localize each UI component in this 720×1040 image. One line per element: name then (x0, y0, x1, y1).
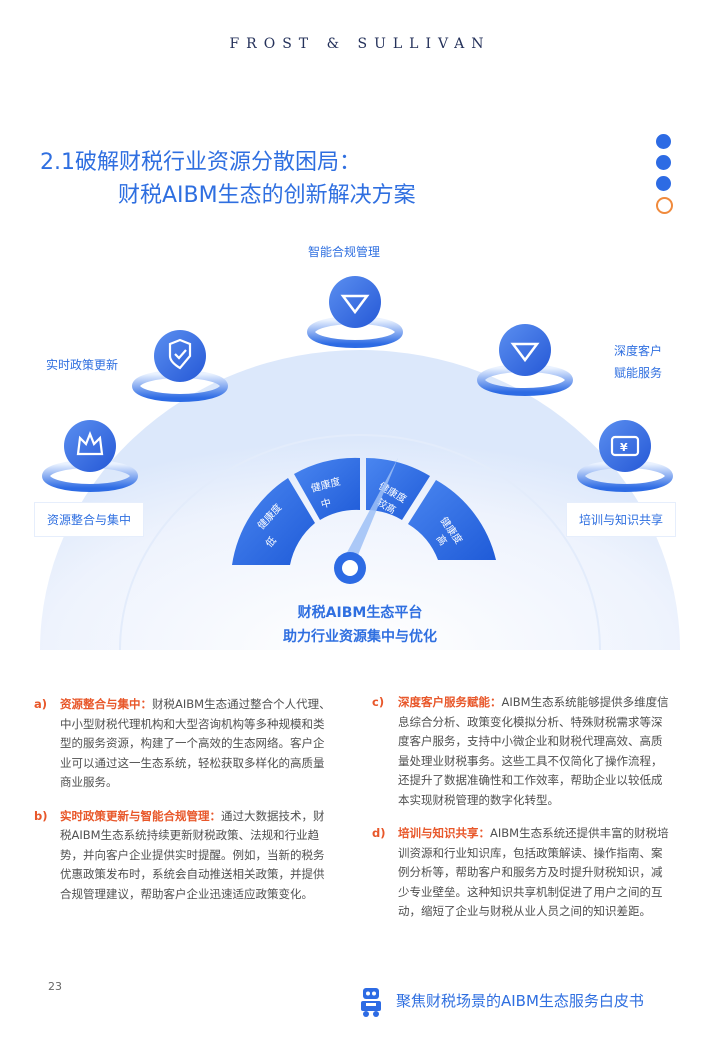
item-heading: 实时政策更新与智能合规管理： (60, 808, 221, 823)
item-heading: 培训与知识共享： (398, 826, 490, 840)
dot-filled (656, 176, 671, 191)
list-item: a) 资源整合与集中：财税AIBM生态通过整合个人代理、中小型财税代理机构和大型… (34, 695, 334, 793)
item-marker: c) (372, 695, 385, 709)
label-resource-integration: 资源整合与集中 (34, 502, 145, 537)
page-title-line2: 财税AIBM生态的创新解决方案 (118, 183, 416, 208)
gauge-segment-high (408, 480, 496, 560)
item-body: 通过大数据技术，财税AIBM生态系统持续更新财税政策、法规和行业趋势，并向客户企… (60, 808, 325, 901)
node-resource-integration (42, 420, 138, 492)
list-item: b) 实时政策更新与智能合规管理：通过大数据技术，财税AIBM生态系统持续更新财… (34, 807, 334, 905)
label-compliance: 智能合规管理 (308, 245, 381, 259)
page-number: 23 (48, 980, 62, 993)
item-marker: b) (34, 808, 48, 823)
ecosystem-diagram: 健康度 低 健康度 中 健康度 较高 健康度 高 (0, 230, 720, 660)
item-heading: 资源整合与集中： (60, 697, 152, 711)
item-marker: d) (372, 826, 386, 840)
right-column: c) 深度客户服务赋能：AIBM生态系统能够提供多维度信息综合分析、政策变化模拟… (372, 693, 672, 936)
progress-dots (656, 134, 674, 220)
svg-text:中: 中 (319, 496, 332, 511)
node-compliance (307, 276, 403, 348)
item-body: AIBM生态系统能够提供多维度信息综合分析、政策变化模拟分析、特殊财税需求等深度… (398, 695, 669, 807)
diagram-graphics: 健康度 低 健康度 中 健康度 较高 健康度 高 (40, 276, 680, 651)
gauge-segment-low (232, 478, 315, 565)
brand-logo: FROST & SULLIVAN (229, 36, 491, 52)
gauge: 健康度 低 健康度 中 健康度 较高 健康度 高 (232, 457, 496, 584)
dot-filled (656, 134, 671, 149)
node-training: ¥ (577, 420, 673, 492)
gauge-segment-mid (294, 457, 360, 520)
page-title-line1: 2.1破解财税行业资源分散困局： (40, 150, 361, 175)
list-item: d) 培训与知识共享：AIBM生态系统还提供丰富的财税培训资源和行业知识库，包括… (372, 824, 672, 922)
label-policy-update: 实时政策更新 (46, 358, 119, 372)
dot-filled (656, 155, 671, 170)
node-policy-update (132, 330, 228, 402)
item-body: AIBM生态系统还提供丰富的财税培训资源和行业知识库，包括政策解读、操作指南、案… (398, 826, 669, 918)
list-item: c) 深度客户服务赋能：AIBM生态系统能够提供多维度信息综合分析、政策变化模拟… (372, 693, 672, 810)
gauge-segment-high-mid (366, 458, 430, 520)
dot-hollow (656, 197, 673, 214)
footer-title: 聚焦财税场景的AIBM生态服务白皮书 (396, 992, 644, 1010)
label-client-service-1: 深度客户 (614, 344, 663, 358)
label-client-service-2: 赋能服务 (614, 366, 663, 380)
svg-text:¥: ¥ (620, 441, 628, 454)
item-body: 财税AIBM生态通过整合个人代理、中小型财税代理机构和大型咨询机构等多种规模和类… (60, 697, 331, 789)
node-client-service (477, 324, 573, 396)
platform-subtitle: 助力行业资源集中与优化 (283, 629, 437, 645)
gauge-needle (344, 458, 398, 560)
label-training: 培训与知识共享 (566, 502, 677, 537)
robot-icon (361, 988, 381, 1017)
left-column: a) 资源整合与集中：财税AIBM生态通过整合个人代理、中小型财税代理机构和大型… (34, 695, 334, 918)
item-heading: 深度客户服务赋能： (398, 695, 502, 709)
platform-title: 财税AIBM生态平台 (297, 605, 423, 621)
item-marker: a) (34, 697, 48, 711)
